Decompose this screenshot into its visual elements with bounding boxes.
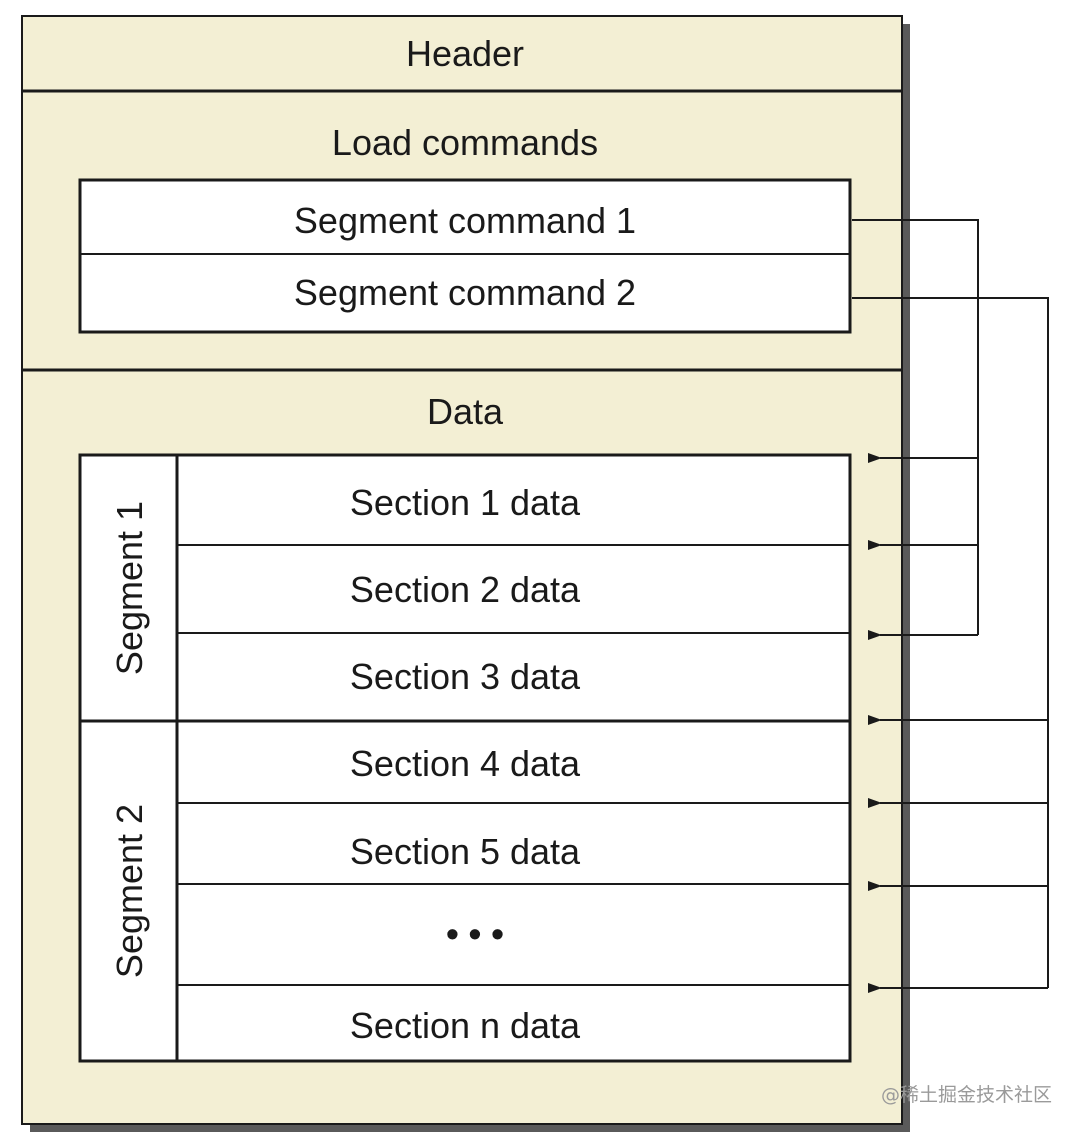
- segment-command-1-label: Segment command 1: [294, 200, 636, 241]
- segment-2-label: Segment 2: [109, 804, 150, 978]
- connector-line: [852, 297, 1049, 988]
- section-4-label: Section 4 data: [350, 743, 581, 784]
- data-label: Data: [427, 391, 504, 432]
- section-3-label: Section 3 data: [350, 656, 581, 697]
- segment-command-2-label: Segment command 2: [294, 272, 636, 313]
- header-label: Header: [406, 33, 524, 74]
- data-box: [78, 453, 852, 1063]
- section-n-label: Section n data: [350, 1005, 581, 1046]
- load-commands-label: Load commands: [332, 122, 598, 163]
- connector-line: [852, 219, 979, 635]
- load-commands-box: [78, 178, 852, 334]
- segment-2-connector: [852, 297, 1049, 993]
- watermark-text: @稀土掘金技术社区: [881, 1084, 1052, 1106]
- section-5-label: Section 5 data: [350, 831, 581, 872]
- segment-1-connector: [852, 219, 979, 640]
- section-1-label: Section 1 data: [350, 482, 581, 523]
- ellipsis-label: • • •: [446, 913, 504, 954]
- section-2-label: Section 2 data: [350, 569, 581, 610]
- segment-1-label: Segment 1: [109, 501, 150, 675]
